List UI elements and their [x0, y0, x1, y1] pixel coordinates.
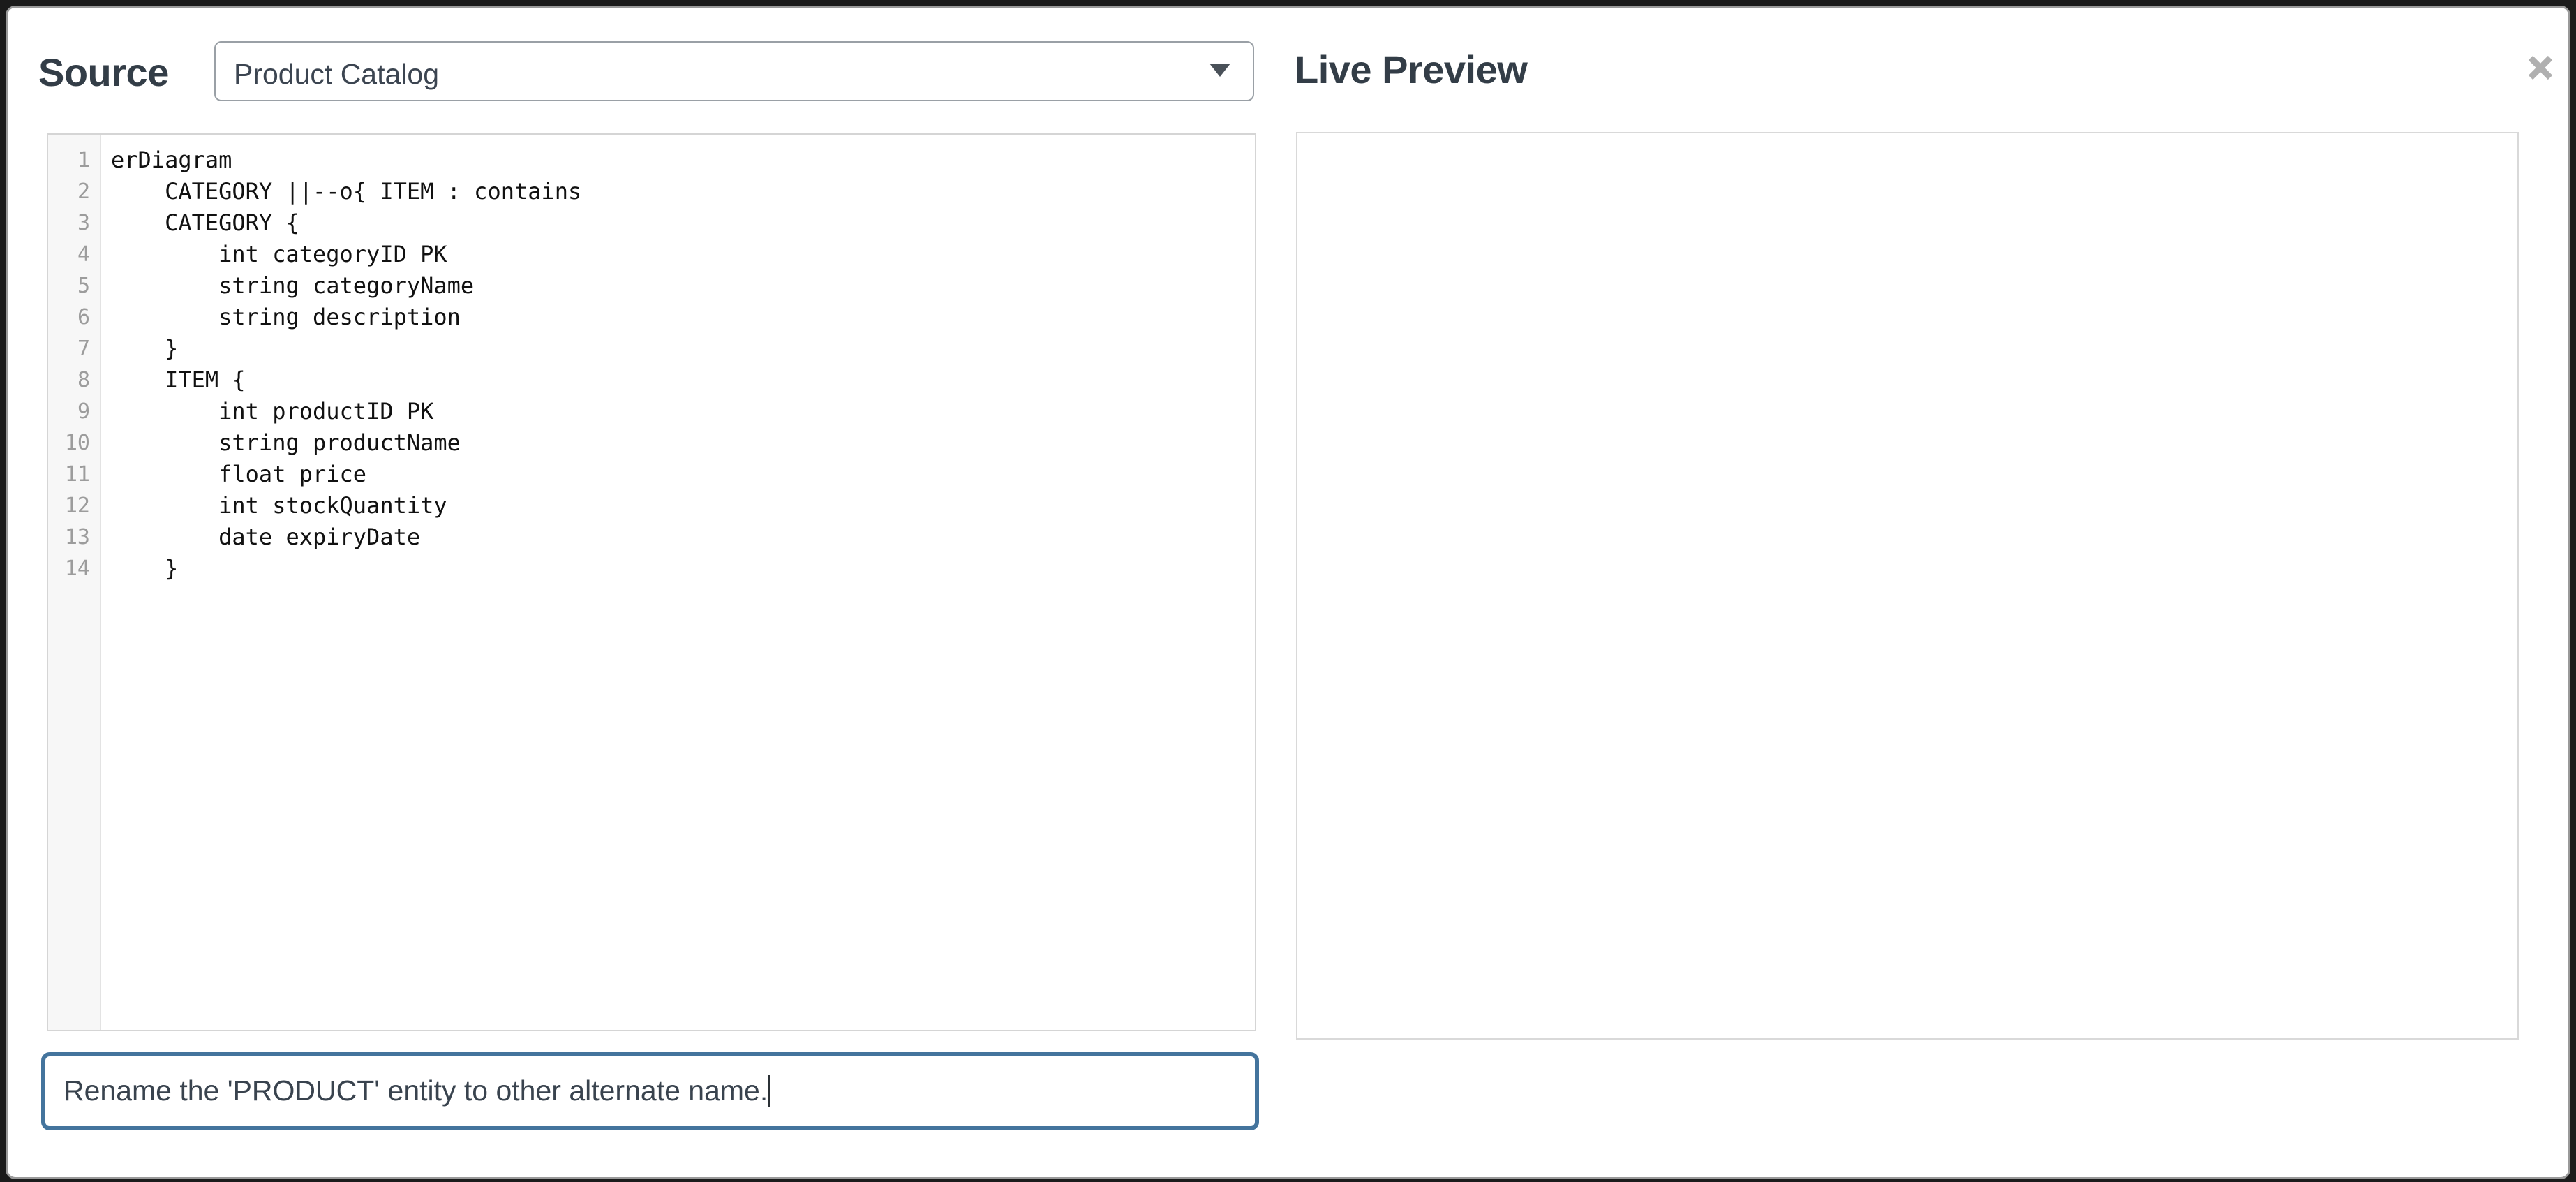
line-number: 13	[64, 525, 90, 549]
code-line: string description	[111, 304, 461, 330]
code-line: CATEGORY ||--o{ ITEM : contains	[111, 178, 582, 205]
code-line: int categoryID PK	[111, 241, 447, 267]
line-number: 5	[77, 274, 90, 298]
line-number: 1	[77, 148, 90, 172]
page-title: Source	[38, 50, 169, 94]
line-number: 11	[64, 462, 90, 487]
code-line: float price	[111, 461, 367, 487]
code-line: int productID PK	[111, 398, 434, 424]
line-number: 2	[77, 179, 90, 204]
line-number: 7	[77, 337, 90, 361]
line-number: 6	[77, 305, 90, 330]
preview-title: Live Preview	[1295, 47, 1528, 91]
code-line: }	[111, 555, 179, 582]
line-number: 9	[77, 399, 90, 424]
prompt-text-wrap: Rename the 'PRODUCT' entity to other alt…	[64, 1074, 771, 1107]
code-line: date expiryDate	[111, 524, 421, 550]
prompt-input-value: Rename the 'PRODUCT' entity to other alt…	[64, 1074, 768, 1107]
code-line: CATEGORY {	[111, 209, 299, 236]
chevron-down-icon	[1209, 64, 1230, 77]
code-line: erDiagram	[111, 147, 232, 173]
code-line: }	[111, 335, 179, 362]
text-caret	[768, 1074, 771, 1107]
line-number: 12	[64, 494, 90, 518]
line-number: 8	[77, 368, 90, 392]
code-line: ITEM {	[111, 367, 246, 393]
line-number: 4	[77, 242, 90, 267]
line-number: 3	[77, 211, 90, 235]
line-number: 14	[64, 556, 90, 581]
code-text-area[interactable]: erDiagram CATEGORY ||--o{ ITEM : contain…	[101, 135, 1255, 1030]
line-number: 10	[64, 431, 90, 455]
diagram-select-value: Product Catalog	[234, 58, 440, 90]
code-line: string productName	[111, 429, 461, 456]
code-line: int stockQuantity	[111, 492, 447, 519]
code-line: string categoryName	[111, 272, 475, 299]
close-icon[interactable]	[2521, 48, 2560, 87]
prompt-input[interactable]: Rename the 'PRODUCT' entity to other alt…	[41, 1052, 1259, 1130]
diagram-select[interactable]: Product Catalog	[214, 41, 1254, 101]
diagram-canvas[interactable]: CATEGORY int categoryID PK string catego…	[1296, 132, 2519, 1040]
source-header: Source Product Catalog	[38, 41, 1256, 101]
preview-pane: Live Preview CATEGORY int categoryID PK …	[1286, 8, 2568, 1177]
